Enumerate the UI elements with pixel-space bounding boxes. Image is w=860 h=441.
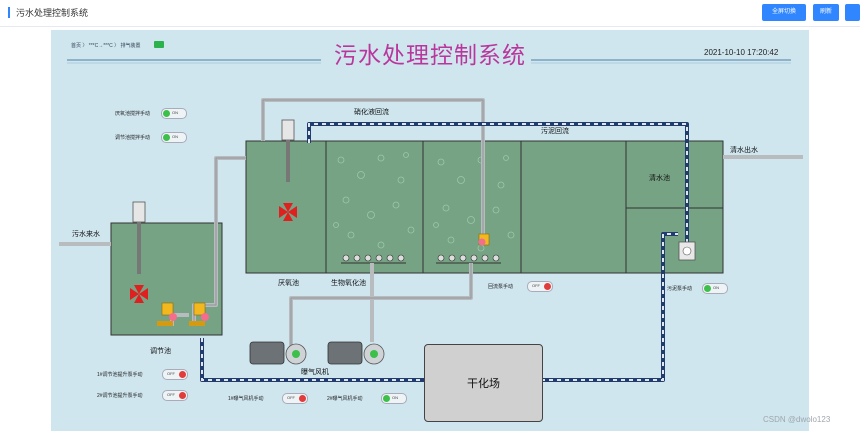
regulating-mixer-toggle[interactable]: ON: [161, 132, 187, 143]
fullscreen-toggle-button[interactable]: 全屏切换: [762, 4, 806, 21]
refresh-button[interactable]: 刷新: [813, 4, 839, 21]
sewage-inflow-label: 污水来水: [72, 231, 100, 238]
extra-button[interactable]: [845, 4, 860, 21]
clean-water-outlet-label: 清水出水: [730, 147, 758, 154]
fan-2-toggle[interactable]: ON: [381, 393, 407, 404]
control-label-fan-2: 2#曝气风机手动: [327, 396, 363, 402]
regulating-tank-label: 调节池: [150, 348, 171, 355]
top-bar: 污水处理控制系统 全屏切换 刷新: [0, 0, 860, 27]
clear-water-tank-label: 清水池: [649, 175, 670, 182]
fan-1-toggle[interactable]: OFF: [282, 393, 308, 404]
drying-yard: 干化场: [424, 344, 543, 422]
breadcrumb[interactable]: 首页 〉 ***C→***C 〉 排气装置: [71, 43, 141, 49]
title-accent-bar: [8, 7, 10, 18]
scada-diagram: 首页 〉 ***C→***C 〉 排气装置 污水处理控制系统 2021-10-1…: [51, 30, 809, 431]
control-label-regulating-mixer: 调节池搅拌手动: [115, 135, 151, 141]
nitrate-return-label: 硝化液回流: [354, 109, 389, 116]
drying-yard-label: 干化场: [467, 378, 500, 390]
return-pump-toggle[interactable]: OFF: [527, 281, 553, 292]
control-label-fan-1: 1#曝气风机手动: [228, 396, 264, 402]
system-title: 污水处理控制系统: [334, 42, 526, 68]
datetime-readout: 2021-10-10 17:20:42: [704, 48, 779, 57]
anoxic-mixer-toggle[interactable]: ON: [161, 108, 187, 119]
sludge-return-label: 污泥回流: [541, 128, 569, 135]
lift-pump-1-toggle[interactable]: OFF: [162, 369, 188, 380]
control-label-anoxic-mixer: 厌氧池搅拌手动: [115, 111, 151, 117]
status-chip: [154, 41, 164, 48]
control-label-return-pump: 回流泵手动: [488, 284, 514, 290]
control-label-sludge-pump: 污泥泵手动: [667, 286, 693, 292]
control-label-lift-pump-2: 2#调节池提升泵手动: [97, 393, 143, 399]
lift-pump-2-toggle[interactable]: OFF: [162, 390, 188, 401]
anoxic-tank-label: 厌氧池: [278, 280, 299, 287]
page-title: 污水处理控制系统: [16, 8, 89, 18]
control-label-lift-pump-1: 1#调节池提升泵手动: [97, 372, 143, 378]
watermark: CSDN @dwolo123: [763, 415, 831, 424]
aeration-fan-label: 曝气风机: [301, 369, 329, 376]
process-diagram-svg: [59, 59, 803, 382]
bio-oxidation-tank-label: 生物氧化池: [331, 280, 366, 287]
sludge-pump-toggle[interactable]: ON: [702, 283, 728, 294]
